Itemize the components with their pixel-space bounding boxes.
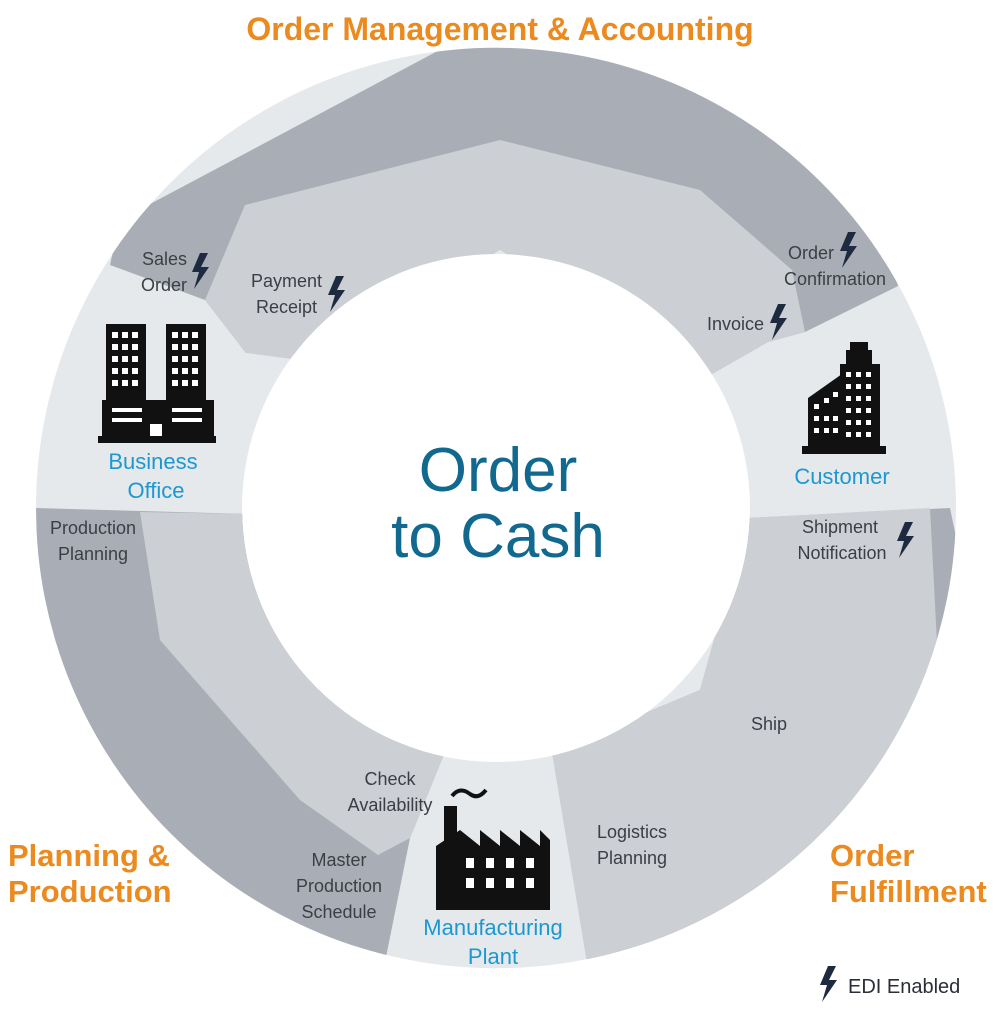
- step-label-line1: Master: [311, 850, 366, 870]
- step-label-line1: Production: [50, 518, 136, 538]
- lightning-bolt-icon: [820, 966, 837, 1002]
- site-label-customer: Customer: [794, 464, 889, 489]
- center-title-line1: Order: [419, 436, 577, 505]
- step-master-production-schedule: Master Production Schedule: [296, 850, 382, 922]
- planning-production-outer-band: [36, 508, 445, 962]
- step-label-line2: Planning: [597, 848, 667, 868]
- phase-title-order-management: Order Management & Accounting: [246, 11, 753, 47]
- step-label-line2: Availability: [348, 795, 433, 815]
- step-label-line2: Order: [141, 275, 187, 295]
- step-label-line2: Confirmation: [784, 269, 886, 289]
- customer-building-icon: [802, 342, 886, 454]
- site-label-manufacturing-plant-line1: Manufacturing: [423, 915, 562, 940]
- business-office-building-icon: [98, 324, 216, 443]
- step-production-planning: Production Planning: [50, 518, 136, 564]
- step-label-line2: Receipt: [256, 297, 317, 317]
- step-label-line2: Notification: [797, 543, 886, 563]
- site-label-business-office-line1: Business: [108, 449, 197, 474]
- legend-label: EDI Enabled: [848, 976, 960, 998]
- step-label-line2: Production: [296, 876, 382, 896]
- step-check-availability: Check Availability: [348, 769, 433, 815]
- planning-production-inner-band: [140, 512, 445, 855]
- step-invoice: Invoice: [707, 304, 787, 340]
- legend: EDI Enabled: [820, 966, 960, 1002]
- step-label-line1: Check: [364, 769, 416, 789]
- step-payment-receipt: Payment Receipt: [251, 271, 345, 317]
- step-label-line1: Payment: [251, 271, 322, 291]
- step-label-line2: Planning: [58, 544, 128, 564]
- step-label-line1: Order: [788, 243, 834, 263]
- step-label-line3: Schedule: [301, 902, 376, 922]
- site-label-business-office-line2: Office: [127, 478, 184, 503]
- step-sales-order: Sales Order: [141, 249, 209, 295]
- step-order-confirmation: Order Confirmation: [784, 232, 886, 289]
- step-label: Invoice: [707, 314, 764, 334]
- step-ship: Ship: [751, 714, 787, 734]
- phase-title-planning-line2: Production: [8, 874, 172, 909]
- step-label-line1: Logistics: [597, 822, 667, 842]
- step-logistics-planning: Logistics Planning: [597, 822, 667, 868]
- site-label-manufacturing-plant-line2: Plant: [468, 944, 518, 969]
- step-label: Ship: [751, 714, 787, 734]
- step-shipment-notification: Shipment Notification: [797, 517, 914, 563]
- manufacturing-plant-factory-icon: [436, 788, 550, 910]
- phase-title-fulfillment-line1: Order: [830, 838, 914, 873]
- step-label-line1: Sales: [142, 249, 187, 269]
- phase-title-fulfillment-line2: Fulfillment: [830, 874, 987, 909]
- phase-title-planning-line1: Planning &: [8, 838, 170, 873]
- step-label-line1: Shipment: [802, 517, 878, 537]
- center-title-line2: to Cash: [391, 502, 605, 571]
